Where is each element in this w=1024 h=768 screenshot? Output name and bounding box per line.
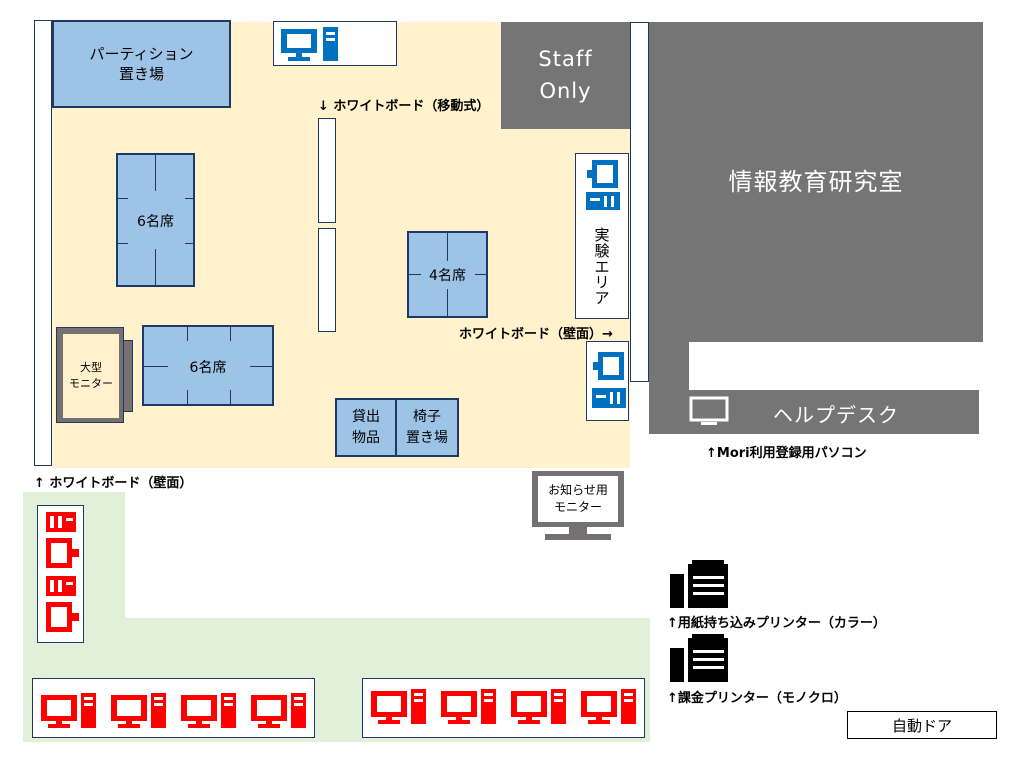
mono-printer-label: ↑課金プリンター（モノクロ） bbox=[667, 691, 847, 706]
desktop-pc-icon bbox=[46, 576, 79, 632]
notice-monitor: お知らせ用 モニター bbox=[532, 471, 624, 527]
lending-items: 貸出 物品 bbox=[335, 398, 397, 457]
desktop-pc-icon bbox=[111, 693, 166, 728]
whiteboard-movable-2 bbox=[318, 228, 336, 332]
whiteboard-wall-left bbox=[34, 20, 52, 466]
info-education-lab: 情報教育研究室 bbox=[649, 22, 983, 342]
six-seat-bottom-label: 6名席 bbox=[189, 360, 227, 376]
whiteboard-wall-left-label: ↑ ホワイトボード（壁面） bbox=[34, 476, 193, 491]
partition-storage-label: パーティション 置き場 bbox=[89, 44, 194, 83]
staff-only-room: Staff Only bbox=[501, 22, 630, 129]
chair-storage-label: 椅子 置き場 bbox=[406, 409, 448, 446]
desktop-pc-icon bbox=[371, 689, 426, 724]
lending-items-label: 貸出 物品 bbox=[352, 409, 380, 446]
whiteboard-movable-1 bbox=[318, 118, 336, 223]
partition-storage: パーティション 置き場 bbox=[52, 20, 231, 108]
staff-only-label: Staff Only bbox=[538, 47, 593, 103]
desktop-pc-icon bbox=[441, 689, 496, 724]
desktop-pc-icon bbox=[586, 160, 620, 210]
notice-monitor-neck bbox=[569, 527, 587, 534]
color-printer-label: ↑用紙持ち込みプリンター（カラー） bbox=[667, 616, 886, 631]
helpdesk-label: ヘルプデスク bbox=[773, 403, 899, 427]
desktop-pc-icon bbox=[251, 693, 306, 728]
printer-icon bbox=[670, 560, 728, 608]
large-monitor-stand bbox=[123, 340, 133, 412]
chair-storage: 椅子 置き場 bbox=[395, 398, 459, 457]
four-seat-label: 4名席 bbox=[429, 268, 466, 284]
monitor-icon bbox=[689, 396, 729, 425]
large-monitor-label: 大型 モニター bbox=[69, 360, 113, 391]
automatic-door-label: 自動ドア bbox=[891, 716, 952, 735]
pc-station-right bbox=[586, 341, 629, 421]
pc-station-top bbox=[273, 21, 397, 66]
printer-icon bbox=[670, 634, 728, 682]
helpdesk: ヘルプデスク bbox=[649, 390, 979, 434]
pc-station-bottom-right bbox=[362, 678, 645, 738]
desktop-pc-icon bbox=[592, 352, 626, 408]
table-six-seat-bottom: 6名席 bbox=[142, 325, 274, 406]
experiment-area-label: 実 験 エ リ ア bbox=[594, 226, 610, 307]
automatic-door: 自動ドア bbox=[847, 711, 997, 739]
large-monitor: 大型 モニター bbox=[56, 327, 124, 423]
desktop-pc-icon bbox=[511, 689, 566, 724]
pc-station-left bbox=[37, 505, 84, 643]
info-lab-notch bbox=[649, 342, 689, 390]
info-lab-label: 情報教育研究室 bbox=[728, 168, 904, 196]
whiteboard-wall-right-label: ホワイトボード（壁面）→ bbox=[459, 327, 613, 342]
pc-station-bottom-left bbox=[32, 678, 315, 738]
notice-monitor-label: お知らせ用 モニター bbox=[548, 482, 608, 514]
experiment-area: 実 験 エ リ ア bbox=[575, 153, 629, 319]
desktop-pc-icon bbox=[46, 512, 79, 568]
mori-pc-label: ↑Mori利用登録用パソコン bbox=[706, 446, 867, 461]
whiteboard-wall-right bbox=[630, 22, 649, 382]
table-four-seat: 4名席 bbox=[407, 231, 488, 318]
whiteboard-movable-label: ↓ ホワイトボード（移動式） bbox=[318, 99, 490, 114]
notice-monitor-base bbox=[545, 534, 611, 540]
desktop-pc-icon bbox=[281, 27, 338, 61]
desktop-pc-icon bbox=[581, 689, 636, 724]
desktop-pc-icon bbox=[41, 693, 96, 728]
desktop-pc-icon bbox=[181, 693, 236, 728]
table-six-seat-top: 6名席 bbox=[116, 153, 195, 287]
six-seat-top-label: 6名席 bbox=[137, 214, 174, 230]
